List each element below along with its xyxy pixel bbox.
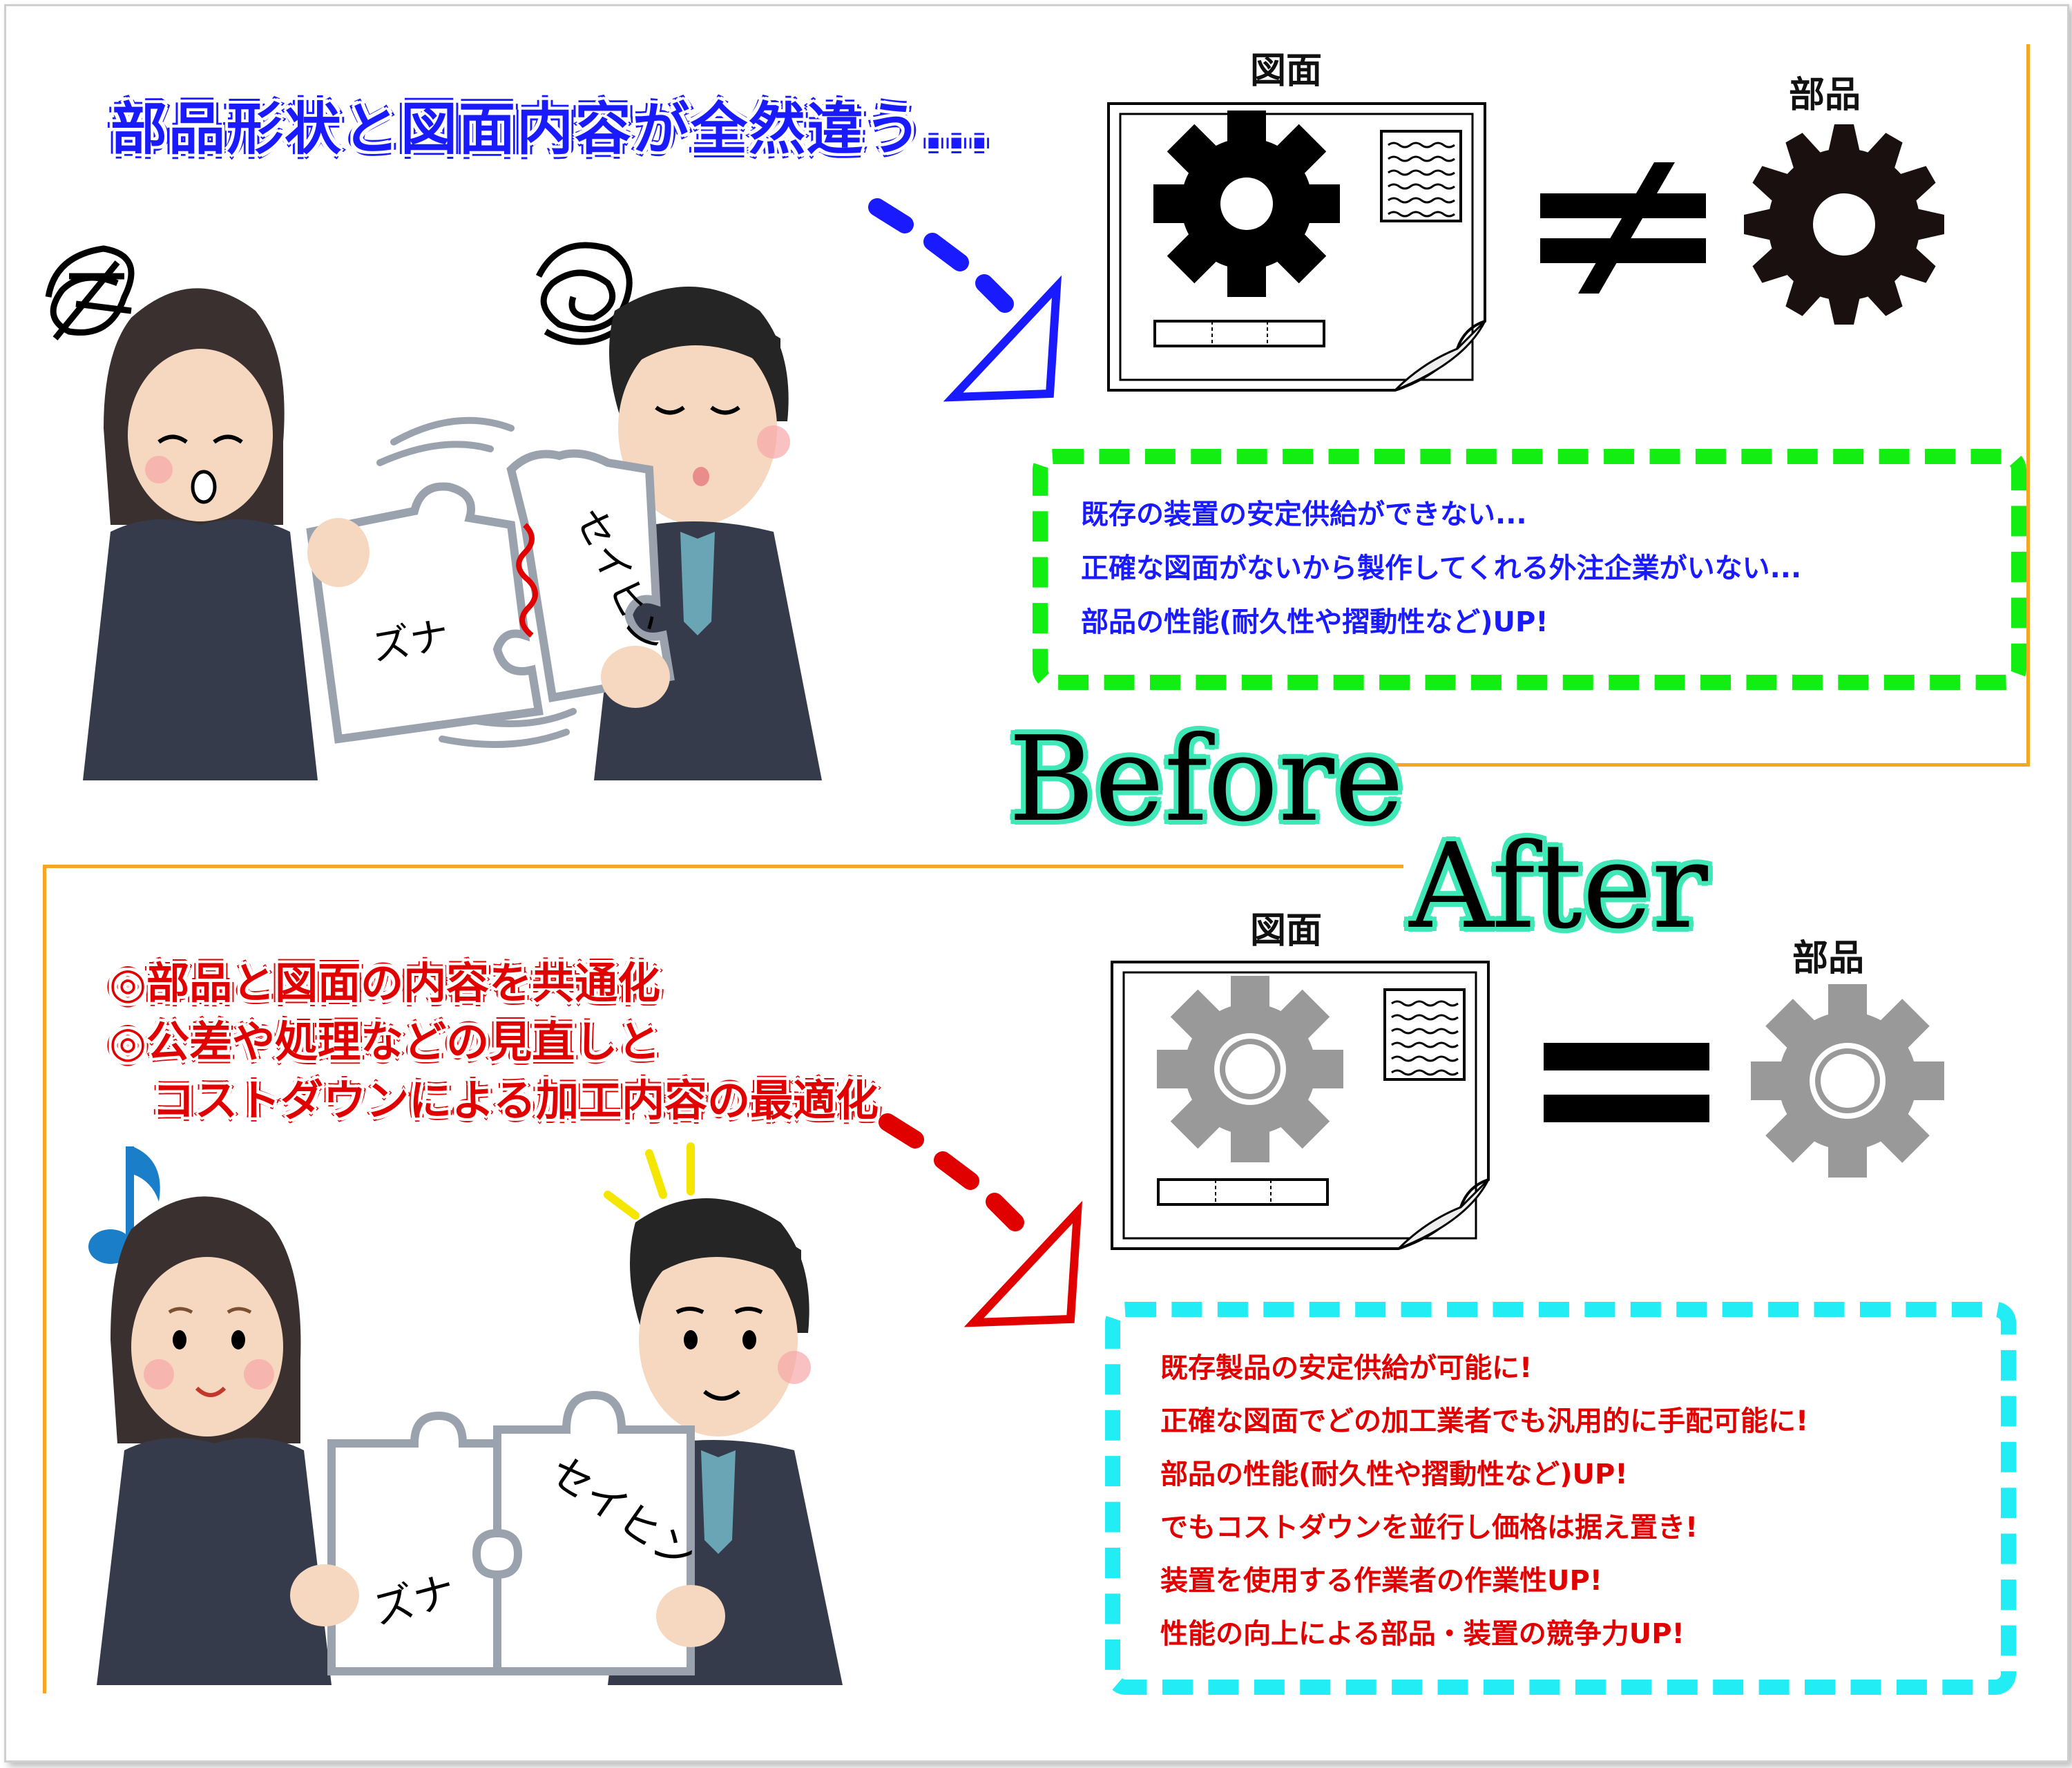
woman-figure [83,288,318,780]
woman-figure [97,1196,332,1685]
gear-icon [1157,976,1343,1162]
before-part-gear [1744,124,1944,325]
after-part-gear [1751,984,1944,1178]
before-issues-box [1033,449,2026,690]
after-headline-2: ◎公差や処理などの見直しと [109,1017,661,1067]
after-arrow [879,1113,1083,1327]
after-benefit-1: 既存製品の安定供給が可能に! [1160,1352,1533,1384]
after-benefit-6: 性能の向上による部品・装置の競争力UP! [1160,1618,1685,1650]
not-equal-icon [1540,162,1706,294]
after-benefits-box [1105,1302,2016,1695]
before-arrow [868,198,1062,402]
after-drawing-sheet [1111,961,1490,1250]
after-word: After [1409,818,1708,955]
gear-icon [1153,110,1340,297]
after-drawing-label: 図面 [1250,910,1323,952]
before-frame-right [2026,44,2030,767]
after-frame-left [43,865,46,1693]
stress-scribble-icon [535,242,633,345]
before-headline: 部品形状と図面内容が全然違う... [111,97,992,162]
confusion-scribble-icon [45,245,135,340]
after-frame-top [43,865,1403,868]
before-drawing-sheet [1107,102,1486,392]
equal-icon [1544,1043,1709,1122]
after-headline-1: ◎部品と図面の内容を共通化 [109,958,661,1008]
before-issue-3: 部品の性能(耐久性や摺動性など)UP! [1081,606,1548,638]
after-part-label: 部品 [1792,938,1865,979]
before-people-illustration: ズナ セイヒン [45,242,822,780]
before-drawing-label: 図面 [1250,50,1323,92]
gear-icon [1751,984,1944,1178]
before-frame-bottom [1374,763,2030,767]
after-benefit-3: 部品の性能(耐久性や摺動性など)UP! [1160,1459,1628,1490]
after-benefit-4: でもコストダウンを並行し価格は据え置き! [1160,1512,1698,1544]
after-headline-3: コストダウンによる加工内容の最適化 [152,1075,879,1126]
before-word: Before [1008,711,1404,848]
before-issue-2: 正確な図面がないから製作してくれる外注企業がいない... [1081,552,1802,584]
puzzle-icon: ズナ セイヒン [327,1390,704,1675]
after-people-illustration: ズナ セイヒン [88,1142,843,1685]
before-part-label: 部品 [1789,75,1861,116]
after-benefit-5: 装置を使用する作業者の作業性UP! [1160,1565,1603,1597]
after-benefit-2: 正確な図面でどの加工業者でも汎用的に手配可能に! [1160,1405,1809,1437]
before-issue-1: 既存の装置の安定供給ができない... [1081,499,1527,530]
musical-note-icon [88,1146,160,1264]
